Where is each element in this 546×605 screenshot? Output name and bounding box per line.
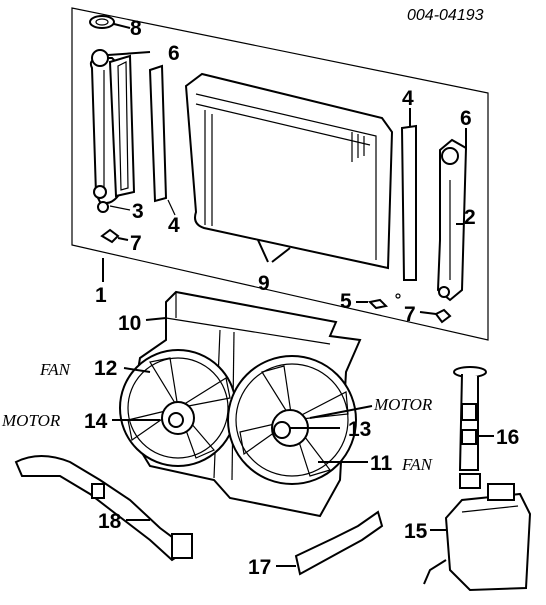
coolant-reservoir [423, 483, 532, 592]
callout-16: 16 [496, 426, 519, 449]
callout-8: 8 [130, 17, 142, 40]
callout-7-left: 7 [130, 232, 142, 255]
callout-13: 13 [348, 418, 371, 441]
callout-12: 12 [94, 357, 117, 380]
callout-4-left: 4 [168, 214, 180, 237]
label-fan-11: FAN [401, 455, 434, 474]
right-tank [436, 128, 468, 302]
callout-5: 5 [340, 290, 352, 313]
level-sender [453, 366, 494, 489]
fan-right [227, 355, 373, 485]
callout-17: 17 [248, 556, 271, 579]
label-fan-12: FAN [39, 360, 72, 379]
fan-left [112, 349, 237, 467]
callout-4-right: 4 [402, 87, 414, 110]
callout-3: 3 [132, 200, 144, 223]
callout-6-left: 6 [168, 42, 180, 65]
seal-strip-right [400, 108, 417, 281]
callout-6-right: 6 [460, 107, 472, 130]
callout-10: 10 [118, 312, 141, 335]
callout-14: 14 [84, 410, 108, 433]
callout-2: 2 [464, 206, 476, 229]
left-gasket [108, 54, 136, 198]
callout-9: 9 [258, 272, 270, 295]
label-motor-13: MOTOR [373, 395, 433, 414]
callout-7-right: 7 [404, 303, 416, 326]
callout-18: 18 [98, 510, 122, 533]
seal-strip-left [148, 64, 176, 216]
lower-hose [14, 455, 193, 562]
callout-11: 11 [370, 452, 393, 475]
upper-hose [276, 510, 384, 576]
label-motor-14: MOTOR [1, 411, 61, 430]
radiator-cap [89, 15, 131, 29]
callout-1: 1 [95, 284, 107, 307]
assembly-plate-outline [71, 7, 489, 341]
diagram-code: 004-04193 [407, 7, 484, 24]
radiator-core [184, 72, 394, 270]
callout-15: 15 [404, 520, 428, 543]
clips [100, 228, 452, 324]
